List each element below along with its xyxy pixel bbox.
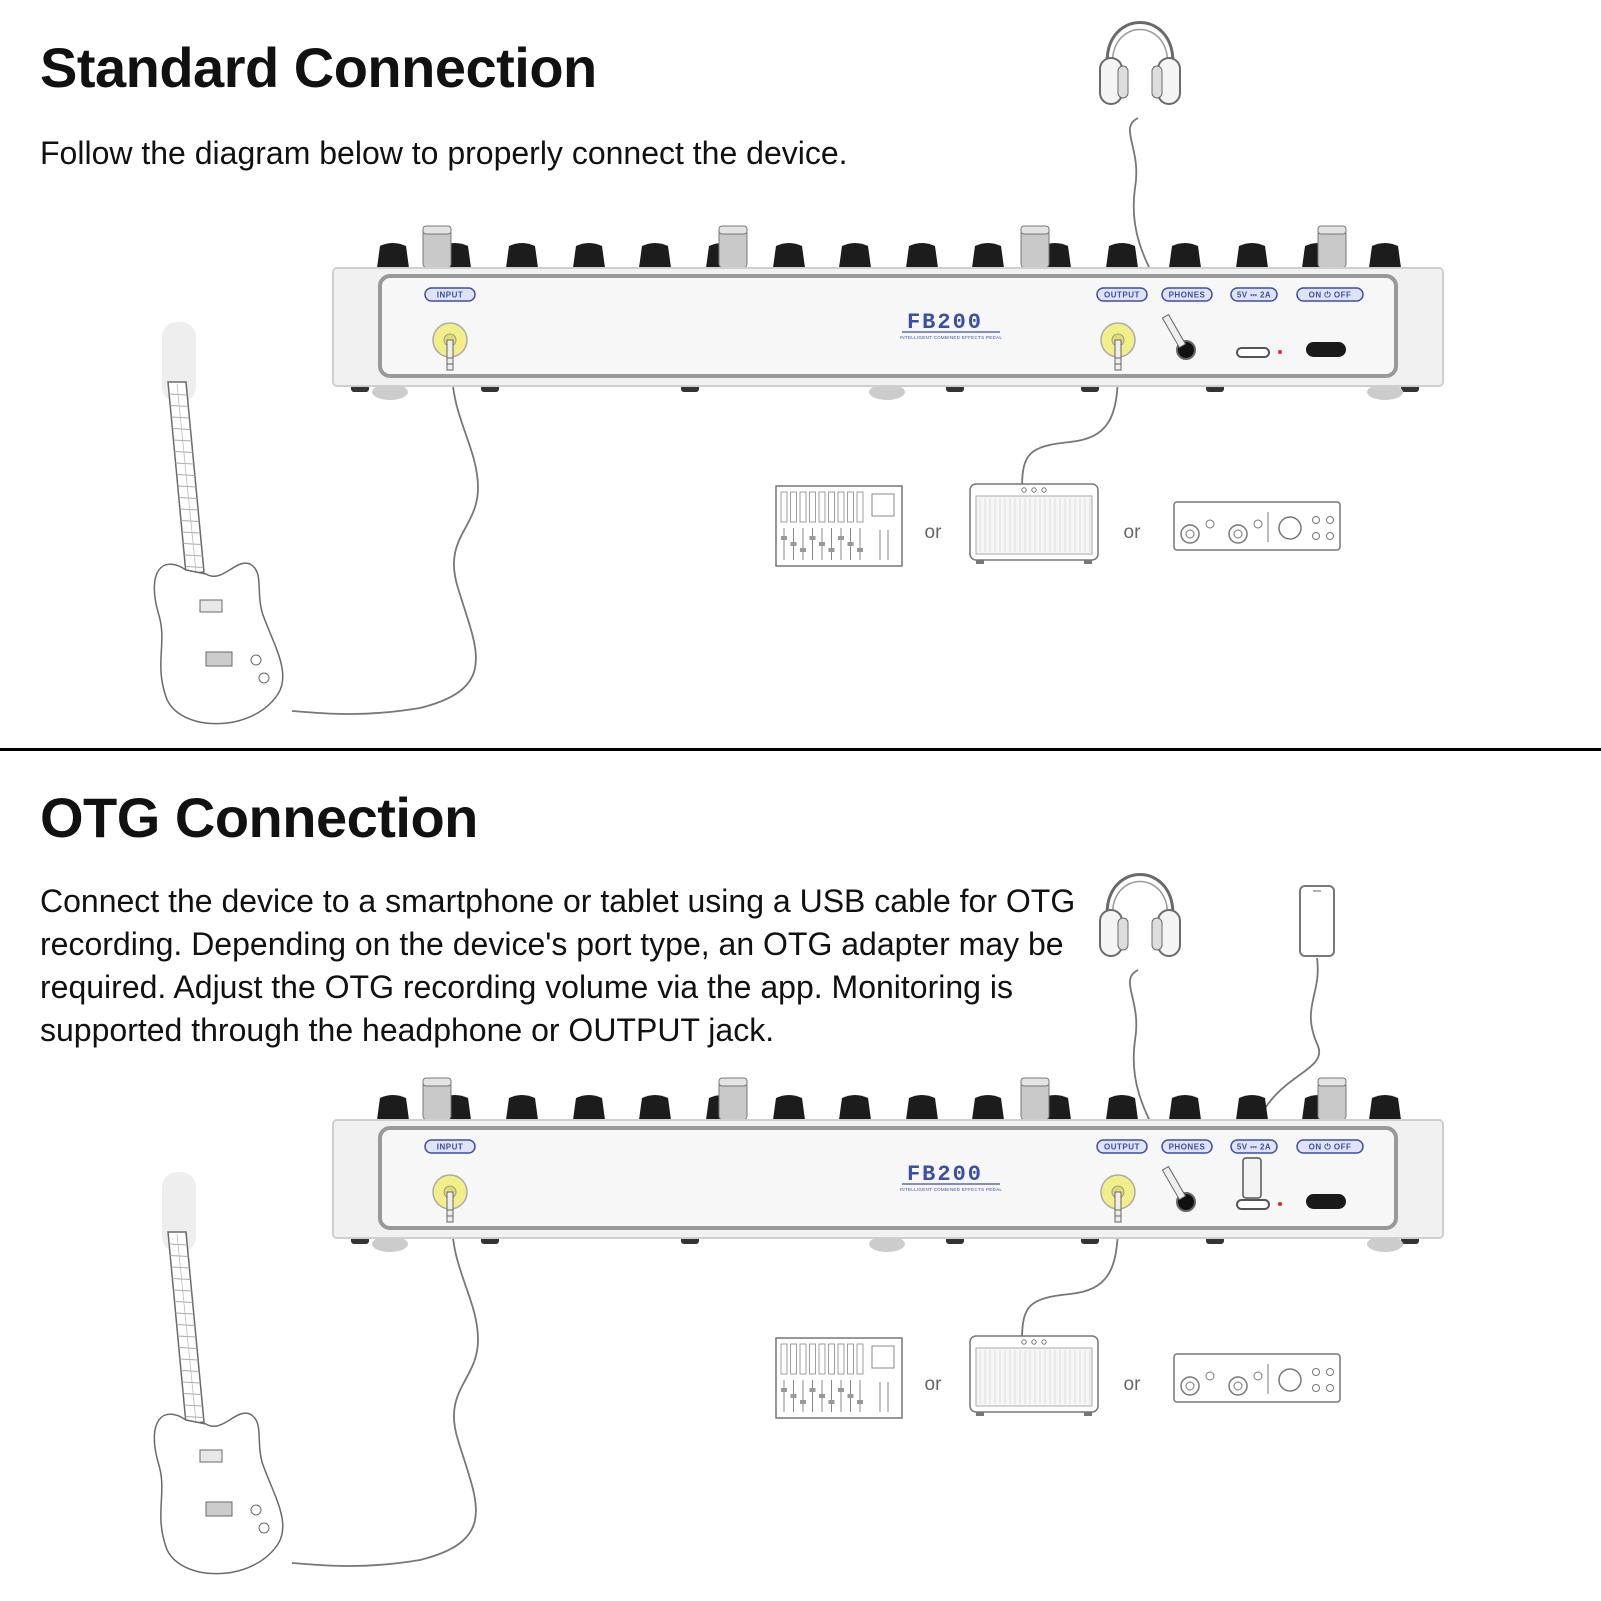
fb200-pedal: INPUT OUTPUT PHONES 5V ⎓ 2A ON ⏻ OFF FB200INT… (332, 225, 1444, 400)
knob (839, 243, 871, 268)
smartphone-icon (1299, 885, 1335, 957)
phones-label: PHONES (1169, 291, 1206, 300)
knob (773, 243, 805, 268)
guitar-icon (153, 1172, 284, 1575)
power-switch (1306, 1194, 1346, 1209)
guitar-icon (153, 322, 284, 725)
speaker-icon (969, 483, 1099, 564)
usb-plug (1242, 1157, 1262, 1199)
knob (773, 1095, 805, 1120)
power-label: 5V ⎓ 2A (1237, 291, 1271, 300)
knob (506, 1095, 538, 1120)
otg-connection-title: OTG Connection (40, 786, 478, 849)
knob (972, 243, 1004, 268)
usb-port (1236, 1199, 1270, 1210)
knob (1169, 1095, 1201, 1120)
or-label: or (1124, 1374, 1142, 1395)
standard-connection-diagram: INPUT OUTPUT PHONES 5V ⎓ 2A ON ⏻ OFF FB200INT… (153, 21, 1444, 725)
switch-label: ON ⏻ OFF (1309, 291, 1352, 300)
phones-plug (1161, 1165, 1187, 1201)
brand-logo: FB200 (907, 310, 983, 335)
knob (1236, 1095, 1268, 1120)
knob (1106, 243, 1138, 268)
power-led (1278, 350, 1282, 354)
otg-connection-section: OTG Connection Connect the device to a s… (0, 752, 1601, 1601)
switch-label: ON ⏻ OFF (1309, 1143, 1352, 1152)
standard-connection-section: Standard Connection Follow the diagram b… (0, 0, 1601, 748)
knob (377, 243, 409, 268)
knob (639, 1095, 671, 1120)
knob (1369, 1095, 1401, 1120)
otg-connection-description: Connect the device to a smartphone or ta… (40, 883, 1076, 1048)
usb-port (1236, 347, 1270, 358)
otg-connection-diagram: INPUT OUTPUT PHONES 5V ⎓ 2A ON ⏻ OFF FB200INT… (153, 873, 1444, 1575)
knob (906, 1095, 938, 1120)
mixer-icon (775, 1337, 903, 1419)
brand-logo: FB200 (907, 1162, 983, 1187)
output-cable (1021, 1221, 1119, 1341)
headphones-icon (1099, 873, 1181, 957)
knob (639, 243, 671, 268)
footswitch (718, 1081, 748, 1121)
or-label: or (1124, 522, 1142, 543)
footswitch (1020, 229, 1050, 269)
section-divider (0, 748, 1601, 751)
input-cable (291, 1221, 479, 1567)
knob (1169, 243, 1201, 268)
standard-connection-description: Follow the diagram below to properly con… (40, 135, 848, 171)
knob (1369, 243, 1401, 268)
footswitch (718, 229, 748, 269)
or-label: or (925, 1374, 943, 1395)
mixer-icon (775, 485, 903, 567)
phones-label: PHONES (1169, 1143, 1206, 1152)
knob (573, 1095, 605, 1120)
footswitch (422, 1081, 452, 1121)
phones-plug (1161, 313, 1187, 349)
knob (377, 1095, 409, 1120)
footswitch (1317, 1081, 1347, 1121)
footswitch (1317, 229, 1347, 269)
output-label: OUTPUT (1104, 291, 1140, 300)
knob (573, 243, 605, 268)
standard-connection-title: Standard Connection (40, 36, 597, 99)
knob (839, 1095, 871, 1120)
knob (906, 243, 938, 268)
brand-tagline: INTELLIGENT COMBINED EFFECTS PEDAL (900, 335, 1003, 340)
knob (1236, 243, 1268, 268)
footswitch (1020, 1081, 1050, 1121)
output-cable (1021, 369, 1119, 489)
audio-interface-icon (1173, 501, 1341, 551)
footswitch (422, 229, 452, 269)
audio-interface-icon (1173, 1353, 1341, 1403)
fb200-pedal: INPUT OUTPUT PHONES 5V ⎓ 2A ON ⏻ OFF FB200INT… (332, 1077, 1444, 1252)
power-led (1278, 1202, 1282, 1206)
power-label: 5V ⎓ 2A (1237, 1143, 1271, 1152)
input-cable (291, 369, 479, 715)
headphones-icon (1099, 21, 1181, 105)
power-switch (1306, 342, 1346, 357)
or-label: or (925, 522, 943, 543)
output-label: OUTPUT (1104, 1143, 1140, 1152)
knob (506, 243, 538, 268)
input-label: INPUT (437, 291, 464, 300)
knob (1106, 1095, 1138, 1120)
brand-tagline: INTELLIGENT COMBINED EFFECTS PEDAL (900, 1187, 1003, 1192)
input-label: INPUT (437, 1143, 464, 1152)
knob (972, 1095, 1004, 1120)
speaker-icon (969, 1335, 1099, 1416)
